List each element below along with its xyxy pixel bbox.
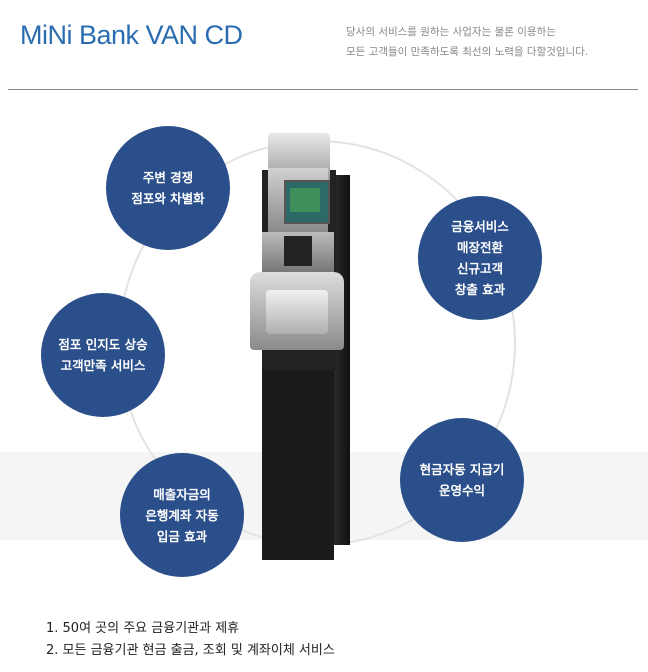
page-title: MiNi Bank VAN CD — [20, 20, 243, 50]
bubble-text: 점포와 차별화 — [131, 191, 205, 206]
bubble-text: 금융서비스 — [451, 219, 509, 234]
divider — [8, 89, 638, 90]
bubble-text: 운영수익 — [438, 483, 485, 498]
bubble-text: 현금자동 지급기 — [419, 462, 505, 477]
bubble-text: 신규고객 — [456, 261, 503, 276]
bubble-text: 매출자금의 — [153, 486, 211, 502]
bubble-text: 고객만족 서비스 — [60, 358, 146, 373]
bubble-text: 창출 효과 — [454, 282, 506, 297]
description-line: 모든 고객들이 만족하도록 최선의 노력을 다할것입니다. — [346, 46, 589, 58]
feature-item: 1. 50여 곳의 주요 금융기관과 제휴 — [46, 621, 240, 636]
description-line: 당사의 서비스를 원하는 사업자는 물론 이용하는 — [346, 26, 556, 38]
header-description: 당사의 서비스를 원하는 사업자는 물론 이용하는 모든 고객들이 만족하도록 … — [346, 22, 588, 62]
feature-item: 2. 모든 금융기관 현금 출금, 조회 및 계좌이체 서비스 — [46, 643, 335, 658]
bubble-text: 입금 효과 — [156, 528, 208, 544]
bubble-text: 은행계좌 자동 — [145, 507, 219, 523]
bubble-text: 주변 경쟁 — [142, 170, 194, 185]
bubble-text: 점포 인지도 상승 — [58, 337, 148, 352]
feature-list: 1. 50여 곳의 주요 금융기관과 제휴 2. 모든 금융기관 현금 출금, … — [46, 618, 335, 662]
bubble-text: 매장전환 — [456, 240, 503, 255]
